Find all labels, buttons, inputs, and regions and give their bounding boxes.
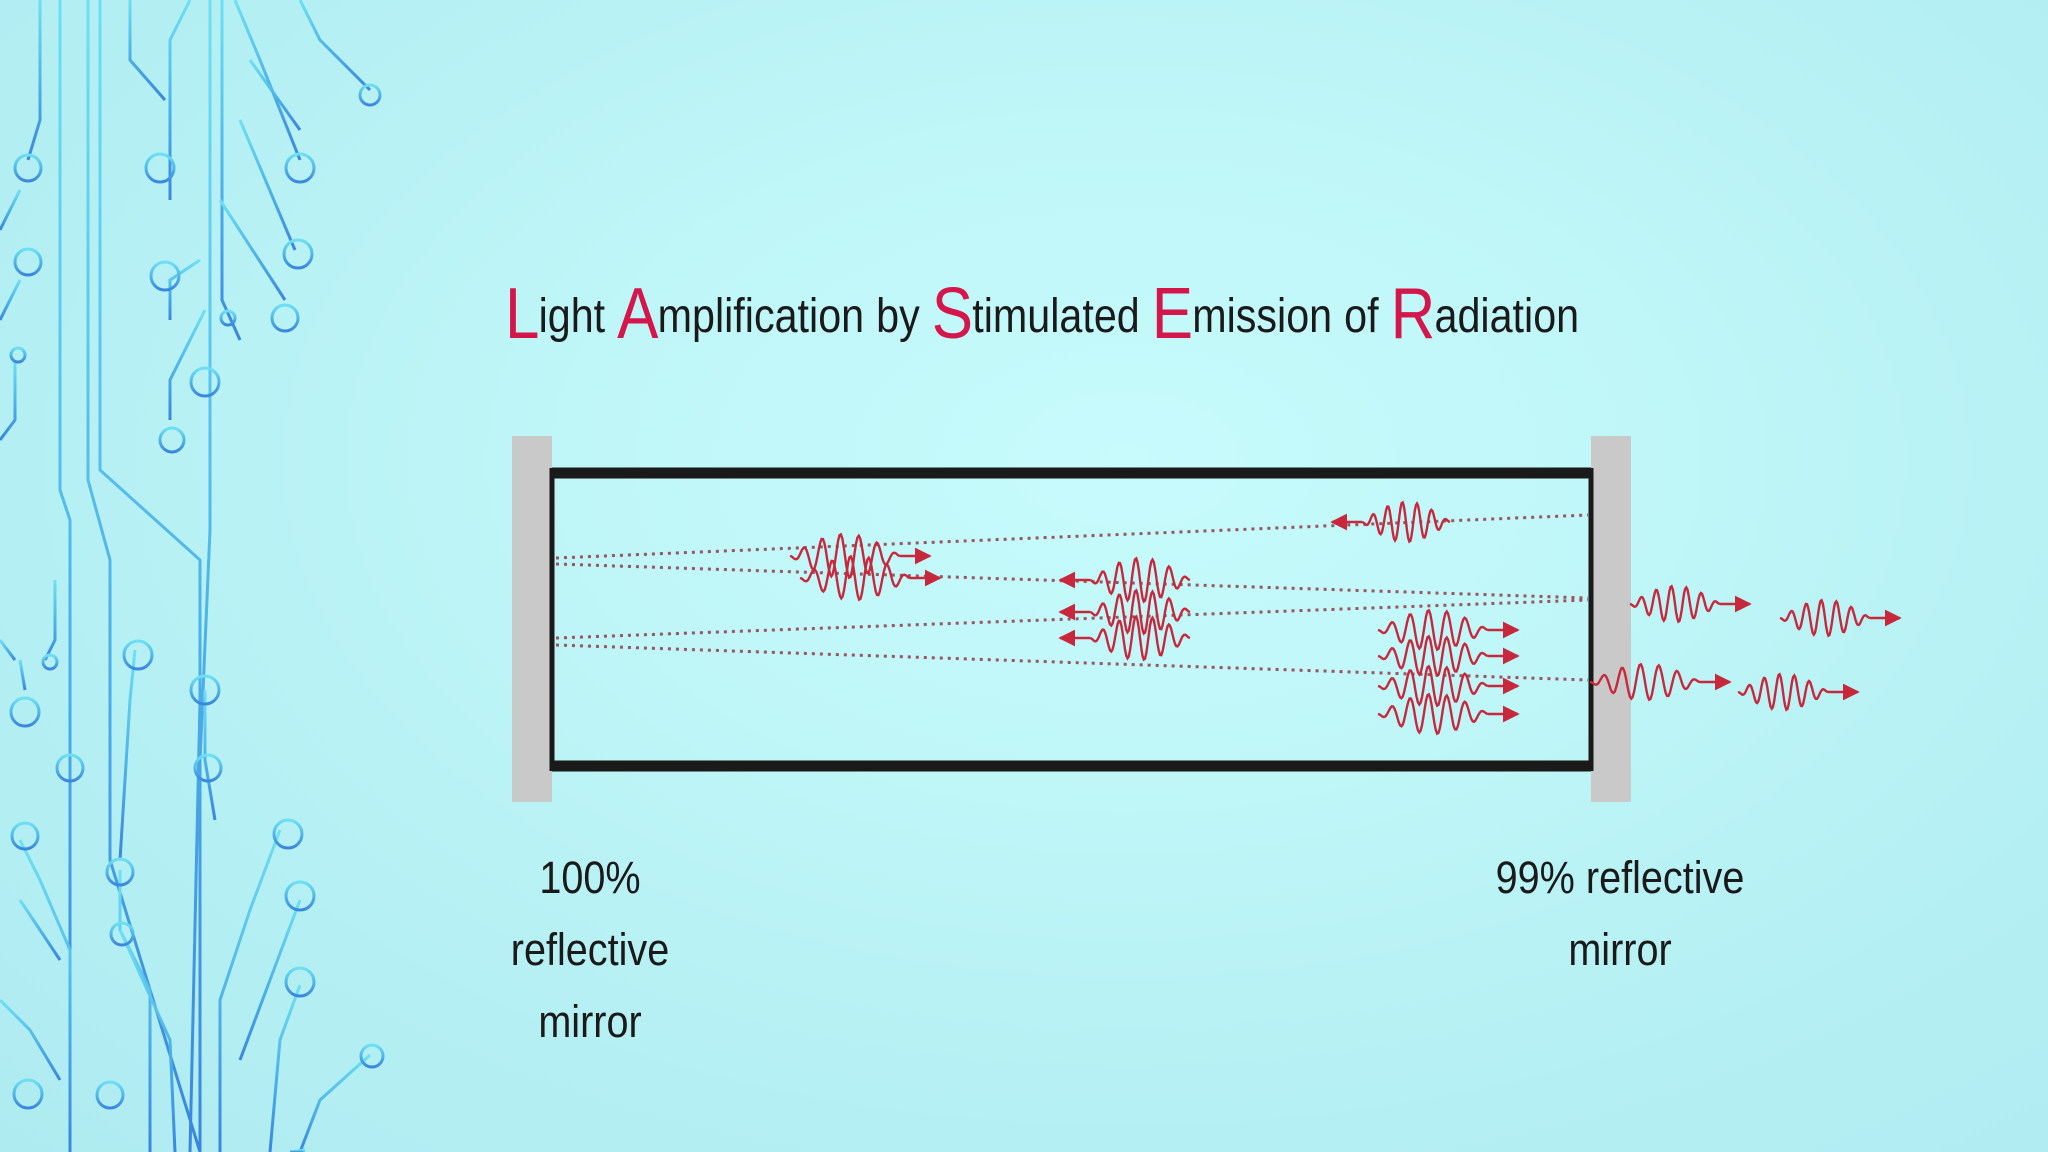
title-word: Light <box>505 278 605 350</box>
photon-wave <box>1089 556 1191 604</box>
title-word-text: adiation <box>1434 290 1580 343</box>
photon-wave <box>1377 608 1489 652</box>
title-word-text: timulated <box>972 290 1140 343</box>
photon-wave <box>1737 672 1829 712</box>
photon-wave <box>1589 662 1701 702</box>
photon-wave <box>1089 588 1191 636</box>
photon-wave <box>1089 614 1191 662</box>
title-word: of <box>1344 293 1378 341</box>
title-word-text: mission <box>1192 290 1333 343</box>
right-mirror-label: 99% reflective mirror <box>1488 842 1752 986</box>
left-mirror-label: 100% reflective mirror <box>458 842 722 1058</box>
title-initial: S <box>931 274 973 354</box>
photon-wave <box>799 554 911 602</box>
photon-waves <box>789 500 1902 736</box>
title-word-text: of <box>1344 290 1379 343</box>
title-initial: E <box>1151 274 1193 354</box>
photon-wave <box>789 532 901 580</box>
title-initial: R <box>1390 274 1436 354</box>
left-mirror-label-line2: mirror <box>538 996 642 1047</box>
photon-wave <box>1377 692 1489 736</box>
left-mirror-label-line1: 100% reflective <box>510 852 670 975</box>
photon-wave <box>1779 598 1871 638</box>
title-word: by <box>876 293 920 341</box>
photon-wave <box>1377 664 1489 708</box>
right-mirror-label-line1: 99% reflective <box>1495 852 1745 903</box>
title-word-text: by <box>876 290 920 343</box>
title-initial: A <box>617 274 658 354</box>
left-mirror <box>512 436 552 802</box>
title-word-text: mplification <box>657 290 865 343</box>
photon-wave <box>1377 634 1489 678</box>
title-word-text: ight <box>538 290 606 343</box>
title-word: Radiation <box>1391 278 1579 350</box>
photon-wave <box>1629 584 1721 624</box>
right-mirror-label-line2: mirror <box>1568 924 1672 975</box>
right-mirror <box>1591 436 1631 802</box>
title-word: Stimulated <box>932 278 1140 350</box>
photon-wave <box>1361 500 1451 544</box>
circuit-decoration <box>0 0 385 1152</box>
title-initial: L <box>505 274 539 354</box>
title-word: Amplification <box>617 278 864 350</box>
title-word: Emission <box>1152 278 1332 350</box>
